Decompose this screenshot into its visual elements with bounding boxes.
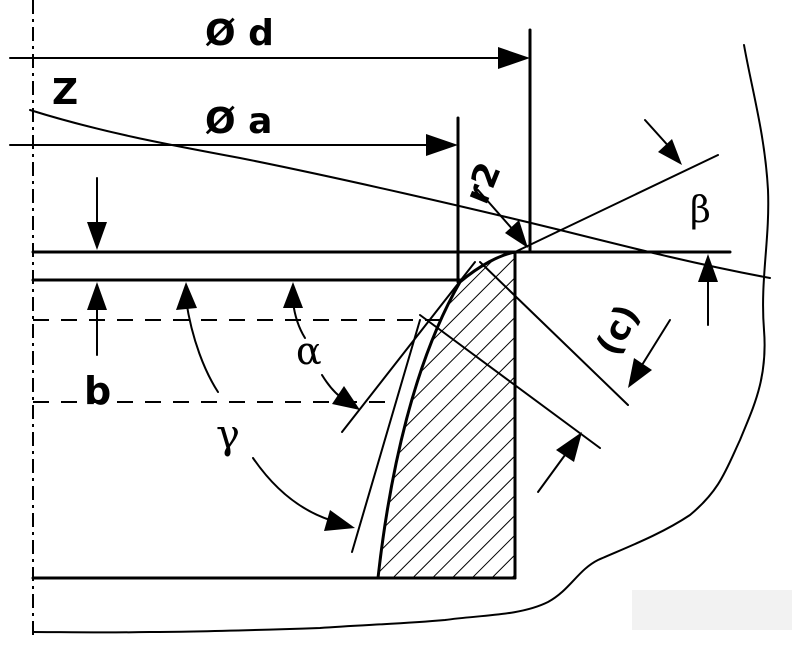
b-arrow-bottom-head bbox=[87, 282, 107, 310]
a-arrowhead bbox=[426, 134, 458, 156]
r2-arrowhead bbox=[505, 220, 528, 248]
label-c: (c) bbox=[589, 298, 648, 362]
chamfer-line-lower bbox=[351, 319, 421, 553]
label-beta: β bbox=[690, 190, 711, 231]
break-line bbox=[32, 44, 770, 634]
c-line-upper bbox=[479, 261, 629, 406]
d-arrowhead bbox=[498, 47, 530, 69]
gamma-arrowhead-upper bbox=[176, 282, 197, 310]
label-alpha: α bbox=[296, 329, 322, 373]
label-diameter-a: Ø a bbox=[205, 101, 272, 142]
c-arrow-top-head bbox=[628, 358, 652, 388]
label-gamma: γ bbox=[216, 412, 240, 458]
section-outline bbox=[376, 250, 517, 580]
beta-line bbox=[514, 154, 719, 253]
beta-arrow-top-head bbox=[658, 139, 682, 165]
z-taper-line bbox=[29, 109, 771, 279]
alpha-arrowhead-lower bbox=[332, 386, 360, 410]
watermark-box bbox=[632, 590, 792, 630]
b-arrow-top-head bbox=[87, 222, 107, 250]
chamfer-line-left bbox=[341, 261, 476, 433]
hatched-section bbox=[378, 252, 515, 578]
label-b: b bbox=[84, 369, 111, 413]
beta-arrow-bottom-head bbox=[698, 254, 718, 282]
c-arrow-bottom-leader bbox=[537, 454, 566, 493]
gamma-arc-lower bbox=[252, 457, 331, 521]
label-diameter-d: Ø d bbox=[205, 13, 274, 54]
c-arrow-top-leader bbox=[641, 319, 671, 366]
c-arrow-bottom-head bbox=[556, 432, 582, 462]
label-z: Z bbox=[52, 72, 78, 113]
c-line-lower bbox=[419, 314, 601, 449]
alpha-arrowhead-upper bbox=[283, 282, 303, 308]
label-r2: r2 bbox=[457, 157, 509, 209]
gamma-arrowhead-lower bbox=[324, 510, 355, 531]
gamma-arc-upper bbox=[185, 299, 219, 393]
